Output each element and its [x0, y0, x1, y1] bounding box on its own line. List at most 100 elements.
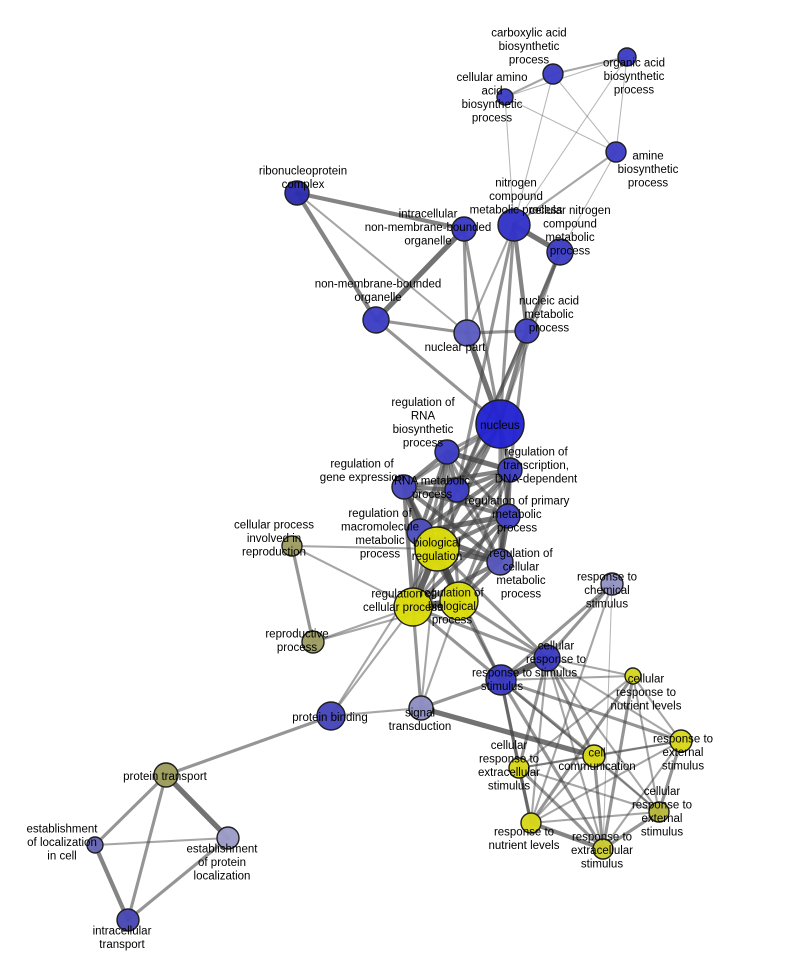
graph-edge-organic-acid-biosynthetic-process--amine-biosynthetic-process	[615, 56, 628, 153]
node-intracellular-transport[interactable]	[116, 908, 140, 932]
node-cellular-nitrogen-compound-metabolic-process[interactable]	[546, 238, 574, 266]
graph-edge-organic-acid-biosynthetic-process--nitrogen-compound-metabolic-process	[513, 56, 628, 226]
graph-edge-response-to-external-stimulus--cell-communication	[592, 739, 683, 758]
graph-edge-carboxylic-acid-biosynthetic-process--organic-acid-biosynthetic-process	[551, 55, 629, 76]
graph-edge-response-to-stimulus--cellular-response-to-external-stimulus	[499, 678, 661, 814]
graph-edge-intracellular-non-membrane-bounded-organelle--non-membrane-bounded-organelle	[373, 226, 467, 323]
node-cellular-process-involved-in-reproduction[interactable]	[281, 535, 303, 557]
graph-edge-cellular-response-to-nutrient-levels--cellular-response-to-external-stimulus	[631, 674, 661, 814]
graph-edge-carboxylic-acid-biosynthetic-process--nitrogen-compound-metabolic-process	[513, 73, 554, 226]
node-nucleus[interactable]	[475, 399, 525, 449]
graph-edge-cellular-response-to-extracellular-stimulus--cell-communication	[517, 754, 596, 770]
graph-edge-cellular-response-to-extracellular-stimulus--response-to-extracellular-stimulus	[517, 766, 605, 851]
node-response-to-stimulus[interactable]	[485, 664, 517, 696]
graph-edge-regulation-of-cellular-process--protein-binding	[329, 605, 415, 718]
graph-edge-protein-transport--establishment-of-localization-in-cell	[93, 773, 168, 847]
node-regulation-of-primary-metabolic-process[interactable]	[495, 503, 521, 529]
graph-edge-cellular-response-to-nutrient-levels--response-to-external-stimulus	[631, 674, 683, 743]
graph-edge-cellular-response-to-stimulus--response-to-external-stimulus	[545, 656, 683, 743]
graph-edge-intracellular-non-membrane-bounded-organelle--nucleus	[462, 227, 502, 426]
node-cellular-response-to-nutrient-levels[interactable]	[624, 667, 642, 685]
graph-edge-cellular-response-to-stimulus--cellular-response-to-external-stimulus	[545, 656, 661, 814]
node-regulation-of-cellular-metabolic-process[interactable]	[486, 548, 514, 576]
node-establishment-of-protein-localization[interactable]	[216, 826, 240, 850]
graph-edge-response-to-stimulus--cellular-response-to-nutrient-levels	[499, 674, 635, 682]
node-nitrogen-compound-metabolic-process[interactable]	[497, 208, 531, 242]
graph-edge-regulation-of-primary-metabolic-process--regulation-of-cellular-process	[410, 513, 511, 610]
graph-edge-protein-transport--intracellular-transport	[126, 773, 168, 922]
graph-edge-cellular-response-to-nutrient-levels--cellular-response-to-extracellular-stimulus	[517, 674, 635, 770]
node-reproductive-process[interactable]	[301, 630, 325, 654]
node-protein-binding[interactable]	[316, 701, 346, 731]
graph-edge-carboxylic-acid-biosynthetic-process--amine-biosynthetic-process	[552, 73, 617, 153]
graph-edge-biological-regulation--signal-transduction	[419, 547, 439, 710]
graph-edge-biological-regulation--protein-binding	[329, 547, 439, 718]
graph-edge-cellular-response-to-stimulus--response-to-extracellular-stimulus	[545, 656, 605, 851]
graph-edge-ribonucleoprotein-complex--non-membrane-bounded-organelle	[294, 190, 379, 323]
graph-edge-nucleic-acid-metabolic-process--regulation-of-transcription-dna-dependent	[508, 329, 529, 472]
graph-edge-response-to-external-stimulus--cellular-response-to-external-stimulus	[657, 739, 683, 814]
graph-edge-cellular-nitrogen-compound-metabolic-process--nucleic-acid-metabolic-process	[524, 249, 563, 334]
node-biological-regulation[interactable]	[414, 526, 460, 572]
node-regulation-of-transcription-dna-dependent[interactable]	[497, 457, 523, 483]
graph-edge-cellular-response-to-nutrient-levels--response-to-nutrient-levels	[529, 674, 635, 825]
graph-edge-response-to-chemical-stimulus--response-to-stimulus	[499, 582, 614, 682]
node-carboxylic-acid-biosynthetic-process[interactable]	[542, 63, 564, 85]
graph-edge-regulation-of-gene-expression--regulation-of-cellular-process	[401, 484, 416, 610]
node-nuclear-part[interactable]	[453, 319, 481, 347]
nodes-layer	[86, 47, 693, 932]
graph-edge-ribonucleoprotein-complex--nuclear-part	[295, 191, 469, 335]
graph-edge-response-to-chemical-stimulus--cellular-response-to-stimulus	[545, 582, 614, 660]
graph-edge-cell-communication--response-to-extracellular-stimulus	[592, 754, 605, 851]
node-response-to-chemical-stimulus[interactable]	[600, 572, 624, 596]
node-protein-transport[interactable]	[153, 762, 179, 788]
graph-edge-establishment-of-localization-in-cell--intracellular-transport	[92, 842, 131, 923]
node-intracellular-non-membrane-bounded-organelle[interactable]	[451, 216, 477, 242]
node-nucleic-acid-metabolic-process[interactable]	[514, 318, 540, 344]
edges-layer	[92, 55, 683, 923]
node-regulation-of-rna-biosynthetic-process[interactable]	[434, 439, 460, 465]
node-response-to-extracellular-stimulus[interactable]	[592, 838, 614, 860]
graph-edge-cellular-response-to-stimulus--cellular-response-to-nutrient-levels	[545, 656, 635, 678]
graph-edge-cellular-response-to-extracellular-stimulus--cellular-response-to-external-stimulus	[517, 766, 661, 814]
graph-edge-nitrogen-compound-metabolic-process--nucleic-acid-metabolic-process	[511, 222, 530, 334]
graph-edge-cellular-process-involved-in-reproduction--reproductive-process	[290, 544, 315, 644]
node-cellular-response-to-stimulus[interactable]	[533, 644, 561, 672]
node-regulation-of-cellular-process[interactable]	[393, 587, 433, 627]
graph-edge-cellular-amino-acid-biosynthetic-process--amine-biosynthetic-process	[504, 96, 617, 153]
graph-edge-response-to-external-stimulus--response-to-nutrient-levels	[529, 739, 683, 825]
node-response-to-external-stimulus[interactable]	[669, 729, 693, 753]
graph-edge-regulation-of-biological-process--reproductive-process	[311, 599, 461, 644]
graph-edge-signal-transduction--cell-communication	[418, 705, 597, 759]
graph-edge-amine-biosynthetic-process--nitrogen-compound-metabolic-process	[512, 150, 618, 227]
graph-edge-response-to-external-stimulus--response-to-extracellular-stimulus	[601, 739, 683, 851]
node-label-nuclear-part: nuclear part	[425, 342, 487, 354]
graph-edge-response-to-stimulus--response-to-extracellular-stimulus	[499, 678, 605, 851]
graph-edge-non-membrane-bounded-organelle--nuclear-part	[374, 318, 469, 335]
node-response-to-nutrient-levels[interactable]	[520, 812, 542, 834]
graph-edge-cellular-response-to-external-stimulus--response-to-extracellular-stimulus	[601, 810, 661, 851]
node-cell-communication[interactable]	[582, 744, 606, 768]
node-amine-biosynthetic-process[interactable]	[605, 141, 627, 163]
node-rna-metabolic-process[interactable]	[444, 477, 470, 503]
node-regulation-of-biological-process[interactable]	[439, 581, 479, 621]
node-organic-acid-biosynthetic-process[interactable]	[617, 47, 637, 67]
node-cellular-response-to-external-stimulus[interactable]	[648, 801, 670, 823]
node-establishment-of-localization-in-cell[interactable]	[86, 836, 104, 854]
graph-edge-response-to-nutrient-levels--response-to-extracellular-stimulus	[528, 820, 606, 852]
graph-edge-cellular-response-to-stimulus--cell-communication	[545, 656, 596, 758]
graph-edge-intracellular-non-membrane-bounded-organelle--nuclear-part	[462, 227, 469, 335]
graph-edge-organic-acid-biosynthetic-process--cellular-amino-acid-biosynthetic-process	[504, 56, 628, 98]
node-cellular-response-to-extracellular-stimulus[interactable]	[508, 757, 530, 779]
node-ribonucleoprotein-complex[interactable]	[284, 180, 310, 206]
graph-edge-cellular-response-to-external-stimulus--response-to-nutrient-levels	[529, 810, 661, 825]
graph-edge-response-to-stimulus--response-to-external-stimulus	[499, 678, 683, 743]
graph-edge-protein-binding--signal-transduction	[329, 706, 423, 718]
node-regulation-of-gene-expression[interactable]	[391, 474, 417, 500]
node-signal-transduction[interactable]	[408, 695, 434, 721]
node-cellular-amino-acid-biosynthetic-process[interactable]	[496, 88, 514, 106]
node-non-membrane-bounded-organelle[interactable]	[362, 306, 390, 334]
